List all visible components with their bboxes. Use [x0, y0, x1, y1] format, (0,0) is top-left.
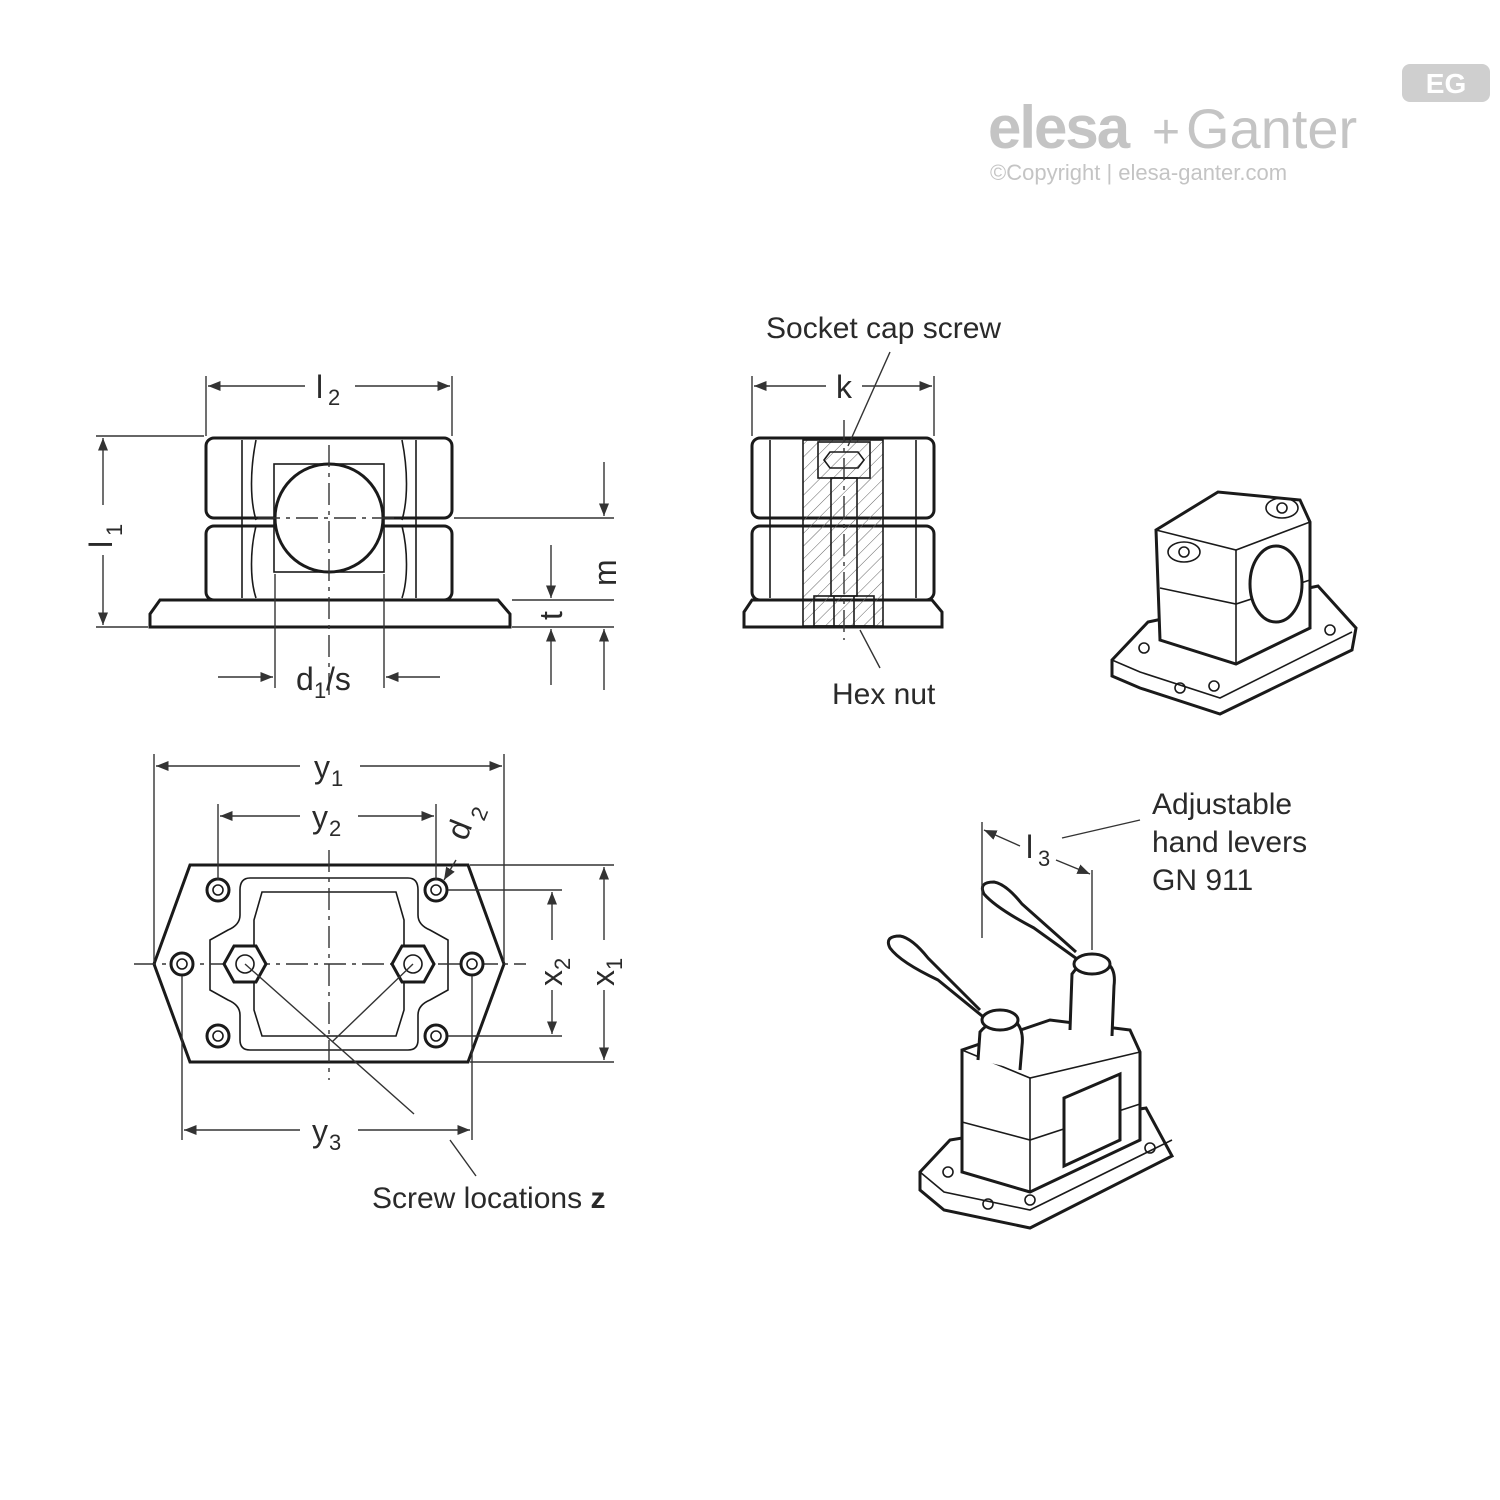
logo-copyright: ©Copyright | elesa-ganter.com [990, 160, 1287, 185]
callout-adjustable-line1: Adjustable [1152, 788, 1292, 821]
callout-hex-nut: Hex nut [832, 678, 936, 711]
dim-label-x2-sub: 2 [550, 958, 575, 970]
dim-label-k: k [836, 369, 853, 405]
dim-label-d1s: d [296, 661, 314, 697]
dim-label-d1s-tail: /s [326, 661, 351, 697]
isometric-clamp [1110, 490, 1358, 716]
dim-label-d2: d [439, 815, 479, 845]
dim-label-d1s-sub: 1 [314, 678, 326, 703]
callout-screw-locations-text: Screw locations [372, 1182, 590, 1215]
callout-adjustable-line2: hand levers [1152, 826, 1307, 859]
dim-label-l1: l [83, 541, 119, 548]
dim-label-x1: x [585, 970, 621, 986]
callout-screw-locations-z: z [590, 1182, 605, 1215]
logo-badge [1402, 64, 1490, 102]
front-view [96, 376, 614, 700]
logo-name-ganter: Ganter [1186, 97, 1357, 160]
dim-label-d2-sub: 2 [465, 803, 493, 824]
dim-label-y3-sub: 3 [329, 1130, 341, 1155]
plan-view [134, 754, 614, 1177]
dim-label-y3: y [312, 1113, 328, 1149]
dim-label-l3: l [1026, 829, 1033, 865]
callout-socket-cap-screw: Socket cap screw [766, 312, 1001, 345]
dim-label-l1-sub: 1 [102, 524, 127, 536]
logo-plus: + [1152, 106, 1180, 159]
dim-label-y1: y [314, 749, 330, 785]
callout-adjustable-line3: GN 911 [1152, 864, 1253, 897]
dim-label-m: m [587, 559, 623, 586]
dim-label-l2: l [316, 369, 323, 405]
dim-label-t: t [533, 611, 569, 620]
logo-badge-text: EG [1426, 68, 1466, 99]
dim-label-y2: y [312, 799, 328, 835]
brand-logo: EG elesa + Ganter ©Copyright | elesa-gan… [988, 64, 1490, 185]
dim-label-l3-sub: 3 [1038, 846, 1050, 871]
callout-screw-locations: Screw locations z [372, 1182, 605, 1215]
logo-name-elesa: elesa [988, 94, 1131, 161]
dim-label-x2: x [533, 970, 569, 986]
dim-label-x1-sub: 1 [602, 958, 627, 970]
dim-label-l2-sub: 2 [328, 385, 340, 410]
section-view [742, 351, 944, 669]
dim-label-y1-sub: 1 [331, 766, 343, 791]
isometric-clamp-with-levers [886, 819, 1175, 1230]
dim-label-y2-sub: 2 [329, 816, 341, 841]
